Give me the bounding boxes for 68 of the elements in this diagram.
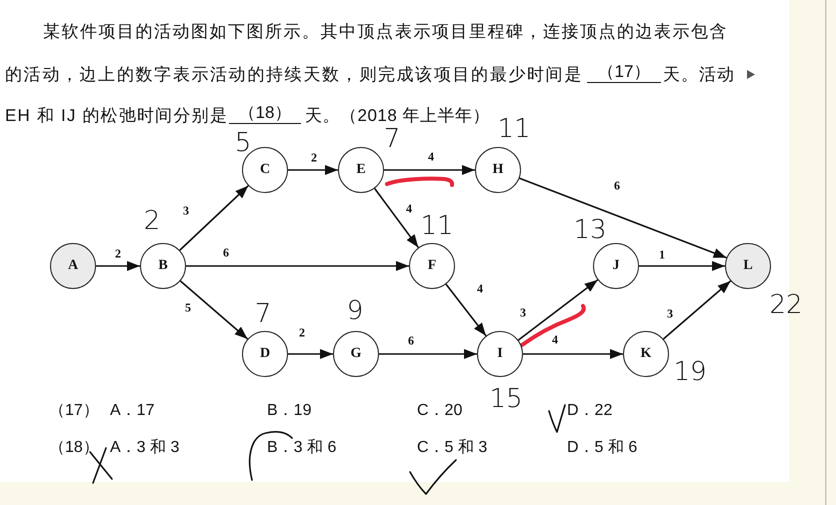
- question-text: 的活动，边上的数字表示活动的持续天数，则完成该项目的最少时间是: [5, 64, 583, 86]
- edge-label: 6: [407, 334, 415, 348]
- question-number: （17）: [49, 401, 99, 421]
- arrow: [288, 165, 338, 175]
- handwritten-number: 2: [144, 209, 160, 233]
- edge-label: 4: [427, 150, 435, 164]
- edge-label: 4: [476, 282, 484, 296]
- arrow: [518, 279, 598, 341]
- milestone-circle: J: [593, 243, 639, 289]
- arrow: [662, 280, 732, 340]
- answer-option: D．5 和 6: [567, 438, 638, 458]
- arrow: [179, 185, 249, 251]
- handwritten-number: 9: [346, 299, 364, 323]
- question-text: EH 和 IJ 的松弛时间分别是: [5, 105, 228, 127]
- question-text: 天。活动: [663, 64, 735, 86]
- handwritten-number: 7: [384, 127, 400, 151]
- question-text: 天。（2018 年上半年）: [305, 105, 490, 127]
- edge-label: 1: [658, 248, 666, 262]
- arrow: [519, 178, 727, 258]
- arrow: [384, 165, 475, 175]
- edge-label: 4: [405, 202, 413, 216]
- answer-option: A．17: [110, 401, 154, 421]
- fill-in-line: （17）: [587, 62, 661, 83]
- milestone-circle: G: [333, 331, 379, 377]
- edge-label: 5: [184, 302, 192, 314]
- edge-label: 3: [666, 308, 674, 320]
- edge-label: 2: [114, 248, 122, 260]
- arrow: [379, 349, 477, 359]
- handwritten-number: 19: [673, 360, 707, 384]
- question-text: 某软件项目的活动图如下图所示。其中顶点表示项目里程碑，连接顶点的边表示包含: [43, 21, 728, 43]
- edge-label: 6: [613, 180, 621, 192]
- answer-option: B．19: [267, 401, 312, 421]
- handwritten-number: 13: [573, 218, 607, 242]
- arrow: [180, 280, 248, 340]
- edge-label: 4: [551, 334, 559, 346]
- arrow: [96, 261, 140, 271]
- fill-in-line: （18）: [229, 103, 301, 124]
- arrow: [186, 261, 409, 271]
- answer-option: D．22: [567, 401, 612, 421]
- arrow: [288, 349, 333, 359]
- milestone-circle: D: [242, 331, 288, 377]
- answer-option: C．5 和 3: [417, 438, 488, 458]
- edge-label: 2: [310, 152, 318, 164]
- arrow: [523, 349, 623, 359]
- arrow: [445, 284, 487, 336]
- edge-label: 6: [222, 246, 230, 260]
- arrow: [374, 188, 419, 248]
- handwritten-number: 11: [497, 117, 531, 141]
- answer-option: B．3 和 6: [267, 438, 336, 458]
- answer-option: C．20: [417, 401, 462, 421]
- milestone-circle: F: [409, 243, 455, 289]
- edge-label: 3: [519, 306, 527, 320]
- milestone-circle: A: [50, 243, 96, 289]
- handwritten-number: 11: [420, 214, 454, 238]
- question-number: （18）: [49, 438, 99, 458]
- handwritten-number: 15: [489, 387, 523, 411]
- milestone-circle: E: [338, 147, 384, 193]
- answer-option: A．3 和 3: [110, 438, 180, 458]
- handwritten-number: 7: [254, 302, 272, 326]
- edge-label: 2: [298, 326, 306, 340]
- milestone-circle: K: [623, 331, 669, 377]
- milestone-circle: L: [725, 243, 771, 289]
- handwritten-number: 22: [769, 293, 803, 317]
- milestone-circle: H: [475, 147, 521, 193]
- edge-label: 3: [182, 204, 190, 218]
- milestone-circle: B: [140, 243, 186, 289]
- arrow: [639, 261, 725, 271]
- milestone-circle: I: [477, 331, 523, 377]
